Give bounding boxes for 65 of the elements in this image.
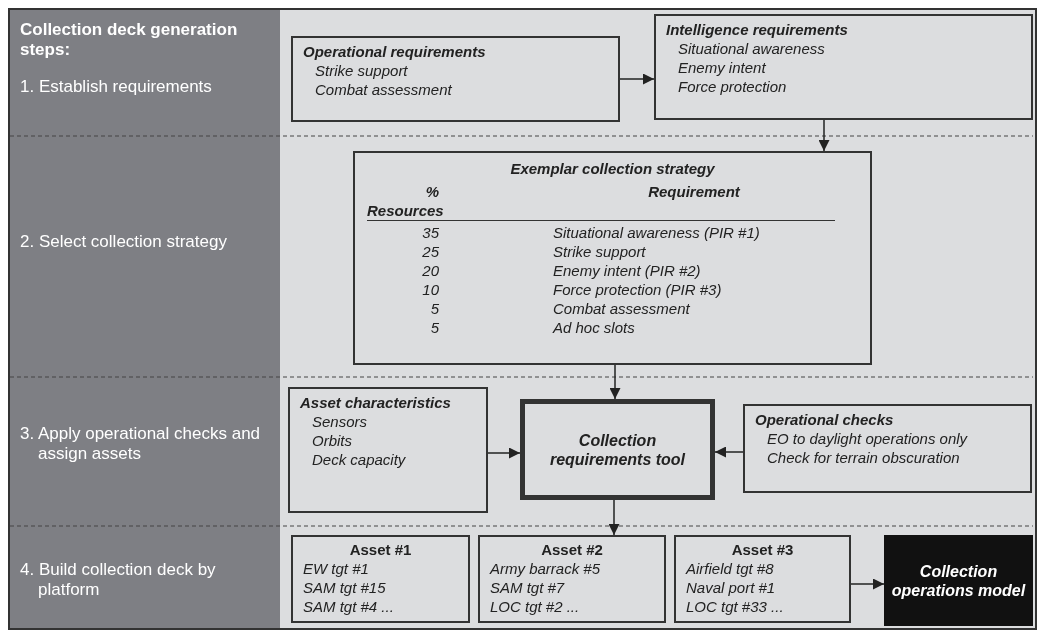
list-item: Orbits — [311, 431, 353, 450]
box-heading: Asset #2 — [540, 540, 604, 559]
step-label: 1. Establish requirements — [20, 77, 213, 97]
percent-cell-text: 35 — [421, 223, 440, 242]
percent-cell-text: 20 — [421, 261, 440, 280]
list-item: Army barrack #5 — [490, 559, 602, 578]
list-item: Strike support — [314, 61, 409, 80]
characteristics-box — [288, 387, 488, 513]
list-item: SAM tgt #7 — [490, 578, 566, 597]
panel-title: Collection deck generation steps: — [20, 20, 239, 60]
asset-box — [291, 535, 470, 623]
list-item: Airfield tgt #8 — [686, 559, 775, 578]
box-title: Collection operations model — [890, 561, 1027, 600]
percent-cell-text: 25 — [421, 242, 440, 261]
column-header: % Resources — [367, 182, 515, 221]
arrow — [850, 578, 885, 590]
arrow — [619, 73, 655, 85]
list-item: Situational awareness — [677, 39, 826, 58]
percent-cell-text: 10 — [421, 280, 440, 299]
list-item: Force protection — [677, 77, 788, 96]
table-cell-text: Force protection (PIR #3) — [552, 280, 723, 299]
percent-cell-text: 5 — [429, 318, 440, 337]
list-item: LOC tgt #33 ... — [686, 597, 785, 616]
box-title: Collection requirements tool — [548, 430, 687, 469]
asset-box — [478, 535, 666, 623]
list-item: Enemy intent — [677, 58, 767, 77]
table-heading: Exemplar collection strategy — [509, 159, 716, 178]
list-item: Deck capacity — [311, 450, 407, 469]
box-heading: Operational checks — [755, 410, 895, 429]
list-item: EO to daylight operations only — [766, 429, 969, 448]
list-item: Combat assessment — [314, 80, 453, 99]
arrow — [609, 364, 621, 400]
arrow — [714, 446, 744, 458]
asset-box — [674, 535, 851, 623]
list-item: Naval port #1 — [686, 578, 777, 597]
box-heading: Asset #1 — [348, 540, 413, 559]
arrow — [608, 499, 620, 536]
list-item: Sensors — [311, 412, 369, 431]
step-label: 4. Build collection deck by platform — [20, 560, 217, 600]
table-cell-text: Ad hoc slots — [551, 318, 636, 337]
list-item: LOC tgt #2 ... — [490, 597, 581, 616]
table-cell-text: Combat assessment — [552, 299, 691, 318]
box-heading: Intelligence requirements — [666, 20, 849, 39]
arrow — [818, 119, 830, 152]
list-item: SAM tgt #4 ... — [303, 597, 395, 616]
box-heading: Asset characteristics — [300, 393, 452, 412]
table-cell-text: Situational awareness (PIR #1) — [552, 223, 761, 242]
checks-box — [743, 404, 1032, 493]
column-header: Requirement — [515, 182, 835, 221]
percent-cell-text: 5 — [429, 299, 440, 318]
requirements-box — [654, 14, 1033, 120]
table-cell-text: Enemy intent (PIR #2) — [552, 261, 702, 280]
requirements-box — [291, 36, 620, 122]
table-cell-text: Strike support — [552, 242, 647, 261]
model-box — [884, 535, 1033, 626]
list-item: EW tgt #1 — [303, 559, 370, 578]
box-heading: Asset #3 — [730, 540, 795, 559]
strategy-table-box — [353, 151, 872, 365]
arrow — [487, 447, 521, 459]
step-label: 2. Select collection strategy — [20, 232, 228, 252]
step-label: 3. Apply operational checks and assign assets — [20, 424, 262, 464]
list-item: SAM tgt #15 — [303, 578, 387, 597]
box-heading: Operational requirements — [303, 42, 487, 61]
list-item: Check for terrain obscuration — [766, 448, 961, 467]
tool-box — [520, 399, 715, 500]
